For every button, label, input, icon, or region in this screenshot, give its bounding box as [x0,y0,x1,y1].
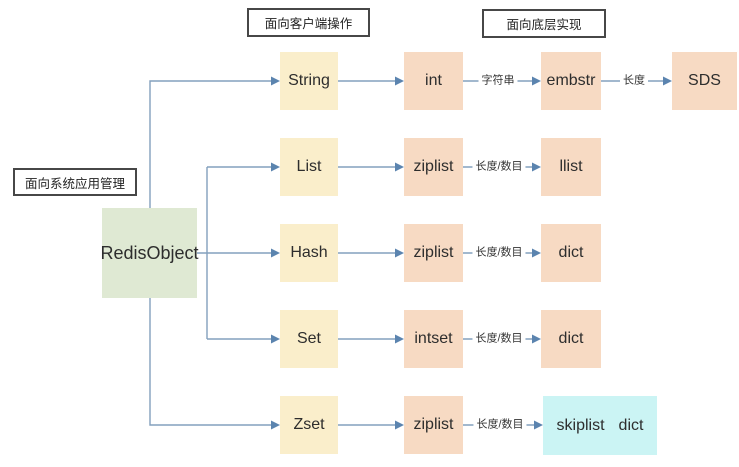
node-ziplist-zset: ziplist [404,396,463,454]
edge-label-zset: 长度/数目 [473,419,527,431]
edge-label-list: 长度/数目 [472,161,526,173]
label-client-operations: 面向客户端操作 [247,8,370,37]
node-int: int [404,52,463,110]
node-skiplist-dict: skiplist dict [543,396,657,455]
node-list: List [280,138,338,196]
node-set: Set [280,310,338,368]
node-dict-hash: dict [541,224,601,282]
edge-label-set: 长度/数目 [472,333,526,345]
edge-label-embstr-to-sds: 长度 [620,75,648,87]
node-skiplist-label: skiplist [556,416,605,434]
node-dict-label: dict [618,416,644,434]
node-embstr: embstr [541,52,601,110]
node-dict-set: dict [541,310,601,368]
node-hash: Hash [280,224,338,282]
node-zset: Zset [280,396,338,454]
node-intset: intset [404,310,463,368]
node-string: String [280,52,338,110]
label-low-level-implementation: 面向底层实现 [482,9,606,38]
edge-label-hash: 长度/数目 [472,247,526,259]
node-redisobject: RedisObject [100,208,199,298]
label-system-application-management: 面向系统应用管理 [13,168,137,196]
node-llist: llist [541,138,601,196]
edge-label-string-to-embstr: 字符串 [478,75,518,87]
node-sds: SDS [672,52,737,110]
node-ziplist-hash: ziplist [404,224,463,282]
node-ziplist-list: ziplist [404,138,463,196]
